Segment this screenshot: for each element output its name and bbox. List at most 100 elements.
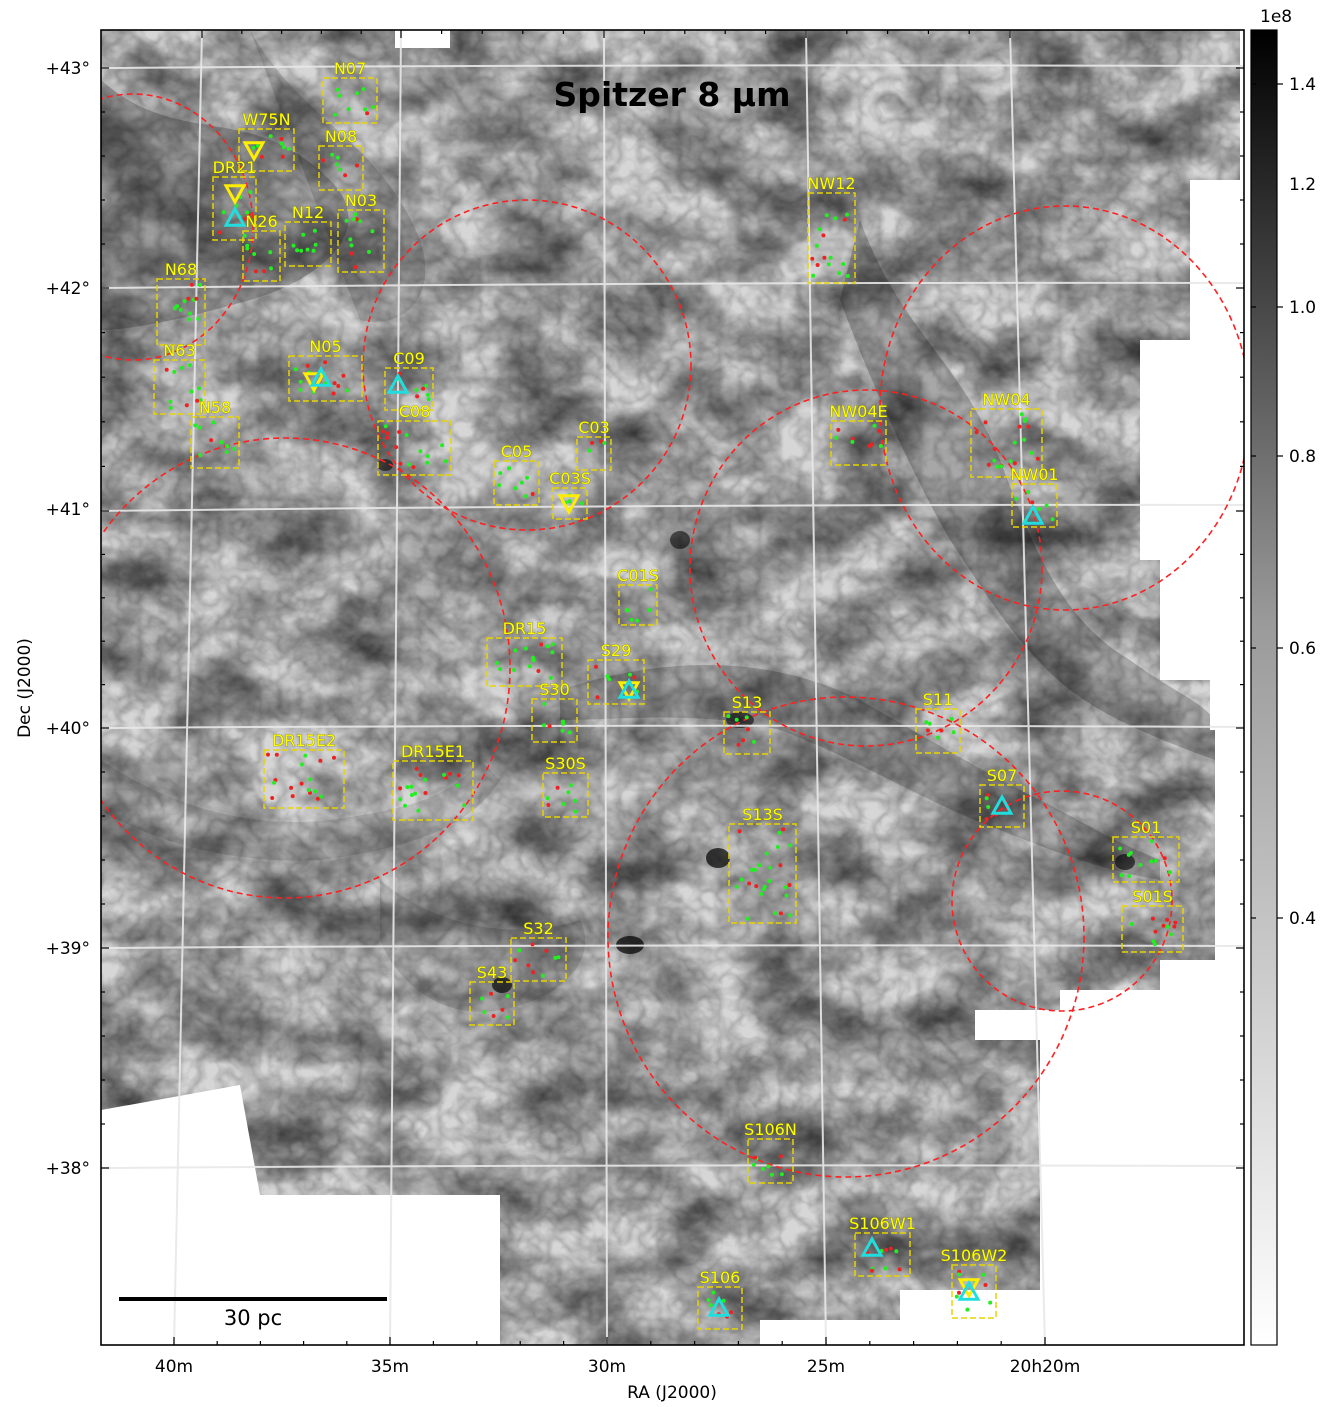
region-n68[interactable]: N68 xyxy=(156,260,206,346)
source-dot-green xyxy=(443,459,448,464)
source-dot-red xyxy=(778,911,783,916)
region-box xyxy=(542,772,589,818)
circle-ring xyxy=(101,437,511,899)
region-n12[interactable]: N12 xyxy=(284,203,332,267)
region-label: NW04E xyxy=(829,402,887,421)
region-c01s[interactable]: C01S xyxy=(617,566,659,626)
region-s30[interactable]: S30 xyxy=(531,680,578,743)
region-nw12[interactable]: NW12 xyxy=(807,174,856,284)
region-s13[interactable]: S13 xyxy=(723,693,771,755)
source-dot-green xyxy=(245,246,250,251)
source-dot-red xyxy=(1030,500,1035,505)
source-dot-green xyxy=(330,152,335,157)
source-dot-red xyxy=(778,863,783,868)
source-dot-green xyxy=(298,387,303,392)
region-s106w1[interactable]: S106W1 xyxy=(849,1214,916,1277)
region-n07[interactable]: N07 xyxy=(322,59,378,124)
source-dot-green xyxy=(198,282,202,287)
region-n08[interactable]: N08 xyxy=(318,127,364,191)
source-dot-green xyxy=(924,720,929,725)
region-s01s[interactable]: S01S xyxy=(1121,887,1184,953)
source-dot-green xyxy=(556,955,561,960)
source-dot-green xyxy=(295,248,300,253)
source-dot-green xyxy=(361,87,366,92)
source-dot-green xyxy=(198,398,203,403)
region-w75n[interactable]: W75N xyxy=(238,110,295,172)
region-s32[interactable]: S32 xyxy=(510,919,567,982)
region-box xyxy=(618,584,658,626)
region-dr15e1[interactable]: DR15E1 xyxy=(392,742,474,821)
source-dot-red xyxy=(386,431,390,436)
region-s13s[interactable]: S13S xyxy=(728,805,797,924)
region-s11[interactable]: S11 xyxy=(915,690,961,754)
source-dot-green xyxy=(355,91,360,96)
region-box xyxy=(915,708,961,754)
region-n26[interactable]: N26 xyxy=(242,212,281,282)
source-dot-green xyxy=(788,843,793,848)
region-n05[interactable]: N05 xyxy=(288,337,363,402)
source-dot-red xyxy=(546,803,551,807)
source-dot-green xyxy=(175,304,180,309)
region-nw04e[interactable]: NW04E xyxy=(829,402,888,466)
source-dot-green xyxy=(1126,852,1131,857)
source-dot-green xyxy=(425,392,430,397)
source-dot-green xyxy=(872,423,877,428)
region-c03[interactable]: C03 xyxy=(576,418,612,471)
region-box xyxy=(723,711,771,755)
source-dot-green xyxy=(850,439,855,444)
source-dot-red xyxy=(254,269,258,274)
region-box xyxy=(510,937,567,982)
region-s106w2[interactable]: S106W2 xyxy=(940,1246,1008,1319)
region-dr21[interactable]: DR21 xyxy=(212,158,257,241)
region-c08[interactable]: C08 xyxy=(377,402,452,476)
source-dot-green xyxy=(1014,496,1019,501)
region-label: N63 xyxy=(163,341,195,360)
source-dot-red xyxy=(355,163,359,168)
region-n63[interactable]: N63 xyxy=(153,341,206,415)
region-box xyxy=(469,981,515,1026)
source-dot-green xyxy=(767,879,772,884)
yellow-down-triangle-marker xyxy=(957,1278,981,1300)
region-dr15e2[interactable]: DR15E2 xyxy=(263,731,345,809)
region-c03s[interactable]: C03S xyxy=(549,469,591,520)
source-dot-red xyxy=(418,773,423,777)
source-dot-green xyxy=(567,499,572,504)
region-s106[interactable]: S106 xyxy=(697,1268,743,1330)
source-dot-green xyxy=(751,1162,756,1167)
region-s29[interactable]: S29 xyxy=(587,641,645,705)
source-dot-red xyxy=(986,462,991,467)
circle-ring xyxy=(879,205,1244,611)
region-label: DR15E1 xyxy=(401,742,465,761)
source-dot-green xyxy=(752,867,757,872)
source-dot-green xyxy=(561,719,565,724)
region-dr15[interactable]: DR15 xyxy=(486,619,563,687)
source-dot-red xyxy=(590,440,595,445)
source-dot-green xyxy=(404,433,409,438)
region-c09[interactable]: C09 xyxy=(384,349,434,411)
cyan-up-triangle-marker xyxy=(860,1235,884,1257)
source-dot-green xyxy=(769,1172,774,1177)
y-axis-title: Dec (J2000) xyxy=(15,638,35,738)
region-c05[interactable]: C05 xyxy=(493,442,540,506)
region-n58[interactable]: N58 xyxy=(190,398,240,469)
region-label: N68 xyxy=(165,260,197,279)
source-dot-red xyxy=(729,1310,733,1315)
source-dot-green xyxy=(462,803,467,808)
region-label: NW12 xyxy=(807,174,855,193)
region-nw01[interactable]: NW01 xyxy=(1010,465,1059,528)
region-s43[interactable]: S43 xyxy=(469,963,515,1026)
region-s01[interactable]: S01 xyxy=(1112,818,1180,883)
source-dot-red xyxy=(736,742,741,747)
region-nw04[interactable]: NW04 xyxy=(970,390,1043,478)
region-n03[interactable]: N03 xyxy=(337,191,385,273)
source-dot-green xyxy=(251,145,256,150)
region-label: DR15E2 xyxy=(272,731,336,750)
region-s106n[interactable]: S106N xyxy=(744,1120,797,1184)
source-dot-green xyxy=(414,388,419,392)
region-s30s[interactable]: S30S xyxy=(542,754,589,818)
source-dot-green xyxy=(779,1172,784,1177)
bubble-circles xyxy=(101,93,1244,1178)
source-dot-red xyxy=(1035,456,1040,461)
source-dot-green xyxy=(513,486,518,491)
region-box xyxy=(322,77,378,124)
